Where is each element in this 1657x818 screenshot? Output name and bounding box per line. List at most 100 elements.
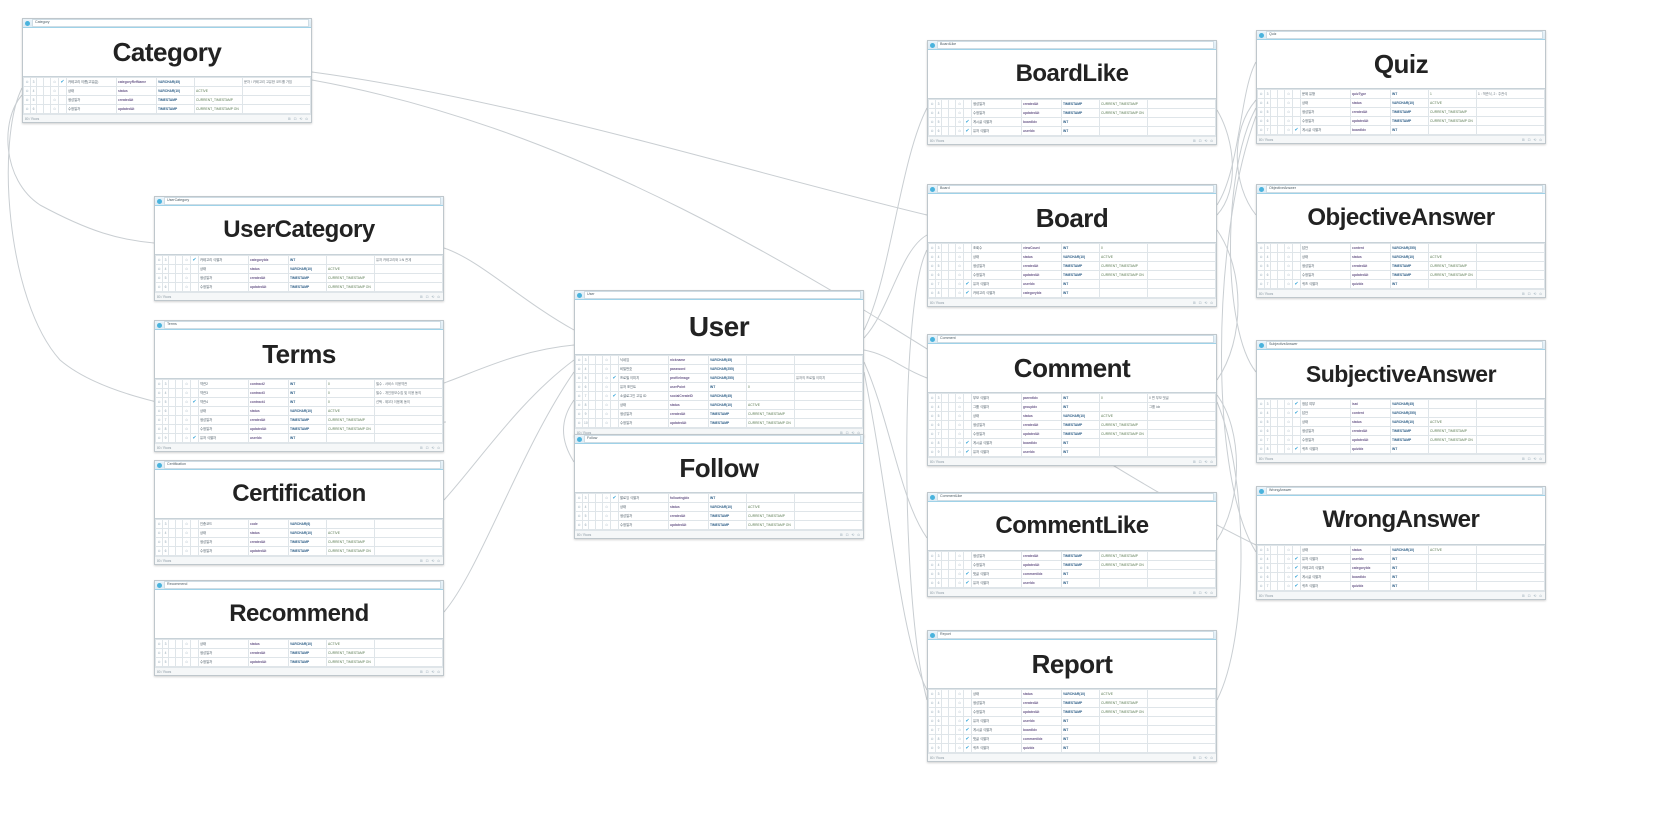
column-data-type[interactable]: VARCHAR(10) <box>288 528 327 538</box>
table-tool-icons[interactable]: ⊞ ⊡ ⟲ ⊙ <box>287 116 309 121</box>
row-flag-1[interactable] <box>941 429 949 439</box>
row-flag-2[interactable] <box>595 511 603 521</box>
column-physical-name[interactable]: status <box>248 406 289 416</box>
row-flag-1[interactable] <box>941 725 949 735</box>
column-logical-name[interactable]: 생성일자 <box>198 648 249 658</box>
row-handle-icon[interactable]: ⊙ <box>1257 399 1265 409</box>
row-count-label[interactable]: 80 / Rows <box>25 116 40 121</box>
column-logical-name[interactable]: 댓글 식별자 <box>971 569 1022 579</box>
row-flag-2[interactable] <box>595 409 603 419</box>
row-count-label[interactable]: 80 / Rows <box>157 294 172 299</box>
column-default-value[interactable]: ACTIVE <box>326 406 375 416</box>
table-tool-icons[interactable]: ⊞ ⊡ ⟲ ⊙ <box>419 669 441 674</box>
row-flag-1[interactable] <box>588 400 596 410</box>
column-data-type[interactable]: VARCHAR(10) <box>1390 98 1429 108</box>
column-default-value[interactable] <box>1099 569 1148 579</box>
column-default-value[interactable] <box>1099 716 1148 726</box>
row-handle-icon[interactable]: ⊙ <box>928 108 936 118</box>
row-option-icon[interactable]: ⊙ <box>955 99 964 109</box>
row-flag-1[interactable] <box>1270 116 1278 126</box>
column-comment[interactable] <box>1476 435 1545 445</box>
row-option-icon[interactable]: ⊙ <box>955 108 964 118</box>
row-flag-1[interactable] <box>1270 444 1278 454</box>
column-comment[interactable]: 1 : 객관식, 2 : 주관식 <box>1476 89 1545 99</box>
column-physical-name[interactable]: updatedAt <box>116 104 157 114</box>
row-option-icon[interactable]: ⊙ <box>182 255 191 265</box>
row-handle-icon[interactable]: ⊙ <box>155 415 163 425</box>
row-handle-icon[interactable]: ⊙ <box>1257 89 1265 99</box>
column-physical-name[interactable]: status <box>1021 689 1062 699</box>
column-logical-name[interactable]: 조회수 <box>971 243 1022 253</box>
row-handle-icon[interactable]: ⊙ <box>928 393 936 403</box>
column-data-type[interactable]: TIMESTAMP <box>1390 107 1429 117</box>
row-handle-icon[interactable]: ⊙ <box>575 373 583 383</box>
column-default-value[interactable]: 0 <box>326 379 375 389</box>
column-physical-name[interactable]: status <box>668 502 709 512</box>
row-flag-1[interactable] <box>941 270 949 280</box>
row-flag-2[interactable] <box>175 379 183 389</box>
column-logical-name[interactable]: 수정일자 <box>1300 270 1351 280</box>
row-option-icon[interactable]: ⊙ <box>1284 279 1293 289</box>
column-comment[interactable] <box>1147 126 1216 136</box>
column-comment[interactable]: 유저의 프로필 이미지 <box>794 373 863 383</box>
row-handle-icon[interactable]: ⊙ <box>928 698 936 708</box>
row-flag-2[interactable] <box>1277 261 1285 271</box>
primary-key-icon[interactable]: ✔ <box>190 433 199 443</box>
column-data-type[interactable]: VARCHAR(10) <box>1390 417 1429 427</box>
column-comment[interactable] <box>1147 578 1216 588</box>
row-handle-icon[interactable]: ⊙ <box>1257 243 1265 253</box>
row-flag-1[interactable] <box>588 382 596 392</box>
column-data-type[interactable]: INT <box>288 255 327 265</box>
table-tool-icons[interactable]: ⊞ ⊡ ⟲ ⊙ <box>1192 755 1214 760</box>
primary-key-icon[interactable] <box>1292 270 1301 280</box>
table-titlebar[interactable]: WrongAnswer <box>1257 487 1545 496</box>
primary-key-icon[interactable]: ✔ <box>58 77 67 87</box>
row-flag-2[interactable] <box>175 648 183 658</box>
row-handle-icon[interactable]: ⊙ <box>1257 563 1265 573</box>
column-physical-name[interactable]: userIdx <box>1021 447 1062 457</box>
column-logical-name[interactable]: 문제 유형 <box>1300 89 1351 99</box>
column-default-value[interactable]: CURRENT_TIMESTAMP ON <box>1428 435 1477 445</box>
column-logical-name[interactable]: 생성일자 <box>198 537 249 547</box>
column-data-type[interactable]: INT <box>288 397 327 407</box>
column-logical-name[interactable]: 상태 <box>618 502 669 512</box>
row-handle-icon[interactable]: ⊙ <box>1257 261 1265 271</box>
row-flag-1[interactable] <box>36 77 44 87</box>
row-flag-1[interactable] <box>941 108 949 118</box>
row-flag-2[interactable] <box>175 639 183 649</box>
column-default-value[interactable]: ACTIVE <box>1099 252 1148 262</box>
primary-key-icon[interactable] <box>190 657 199 667</box>
row-handle-icon[interactable]: ⊙ <box>1257 279 1265 289</box>
column-logical-name[interactable]: 생성일자 <box>1300 107 1351 117</box>
primary-key-icon[interactable] <box>190 415 199 425</box>
column-physical-name[interactable]: createdAt <box>1350 426 1391 436</box>
column-logical-name[interactable]: 상태 <box>198 639 249 649</box>
row-flag-1[interactable] <box>1270 270 1278 280</box>
row-handle-icon[interactable]: ⊙ <box>155 648 163 658</box>
column-default-value[interactable]: 1 <box>1428 89 1477 99</box>
column-comment[interactable] <box>1147 569 1216 579</box>
column-logical-name[interactable]: 유저 식별자 <box>971 279 1022 289</box>
table-tool-icons[interactable]: ⊞ ⊡ ⟲ ⊙ <box>419 294 441 299</box>
column-physical-name[interactable]: createdAt <box>1021 698 1062 708</box>
column-data-type[interactable]: VARCHAR(255) <box>1390 243 1429 253</box>
column-logical-name[interactable]: 수정일자 <box>1300 116 1351 126</box>
column-logical-name[interactable]: 생성일자 <box>66 95 117 105</box>
row-handle-icon[interactable]: ⊙ <box>155 639 163 649</box>
column-data-type[interactable]: INT <box>1390 125 1429 135</box>
row-handle-icon[interactable]: ⊙ <box>928 126 936 136</box>
row-flag-2[interactable] <box>948 560 956 570</box>
row-flag-1[interactable] <box>1270 98 1278 108</box>
primary-key-icon[interactable] <box>190 264 199 274</box>
